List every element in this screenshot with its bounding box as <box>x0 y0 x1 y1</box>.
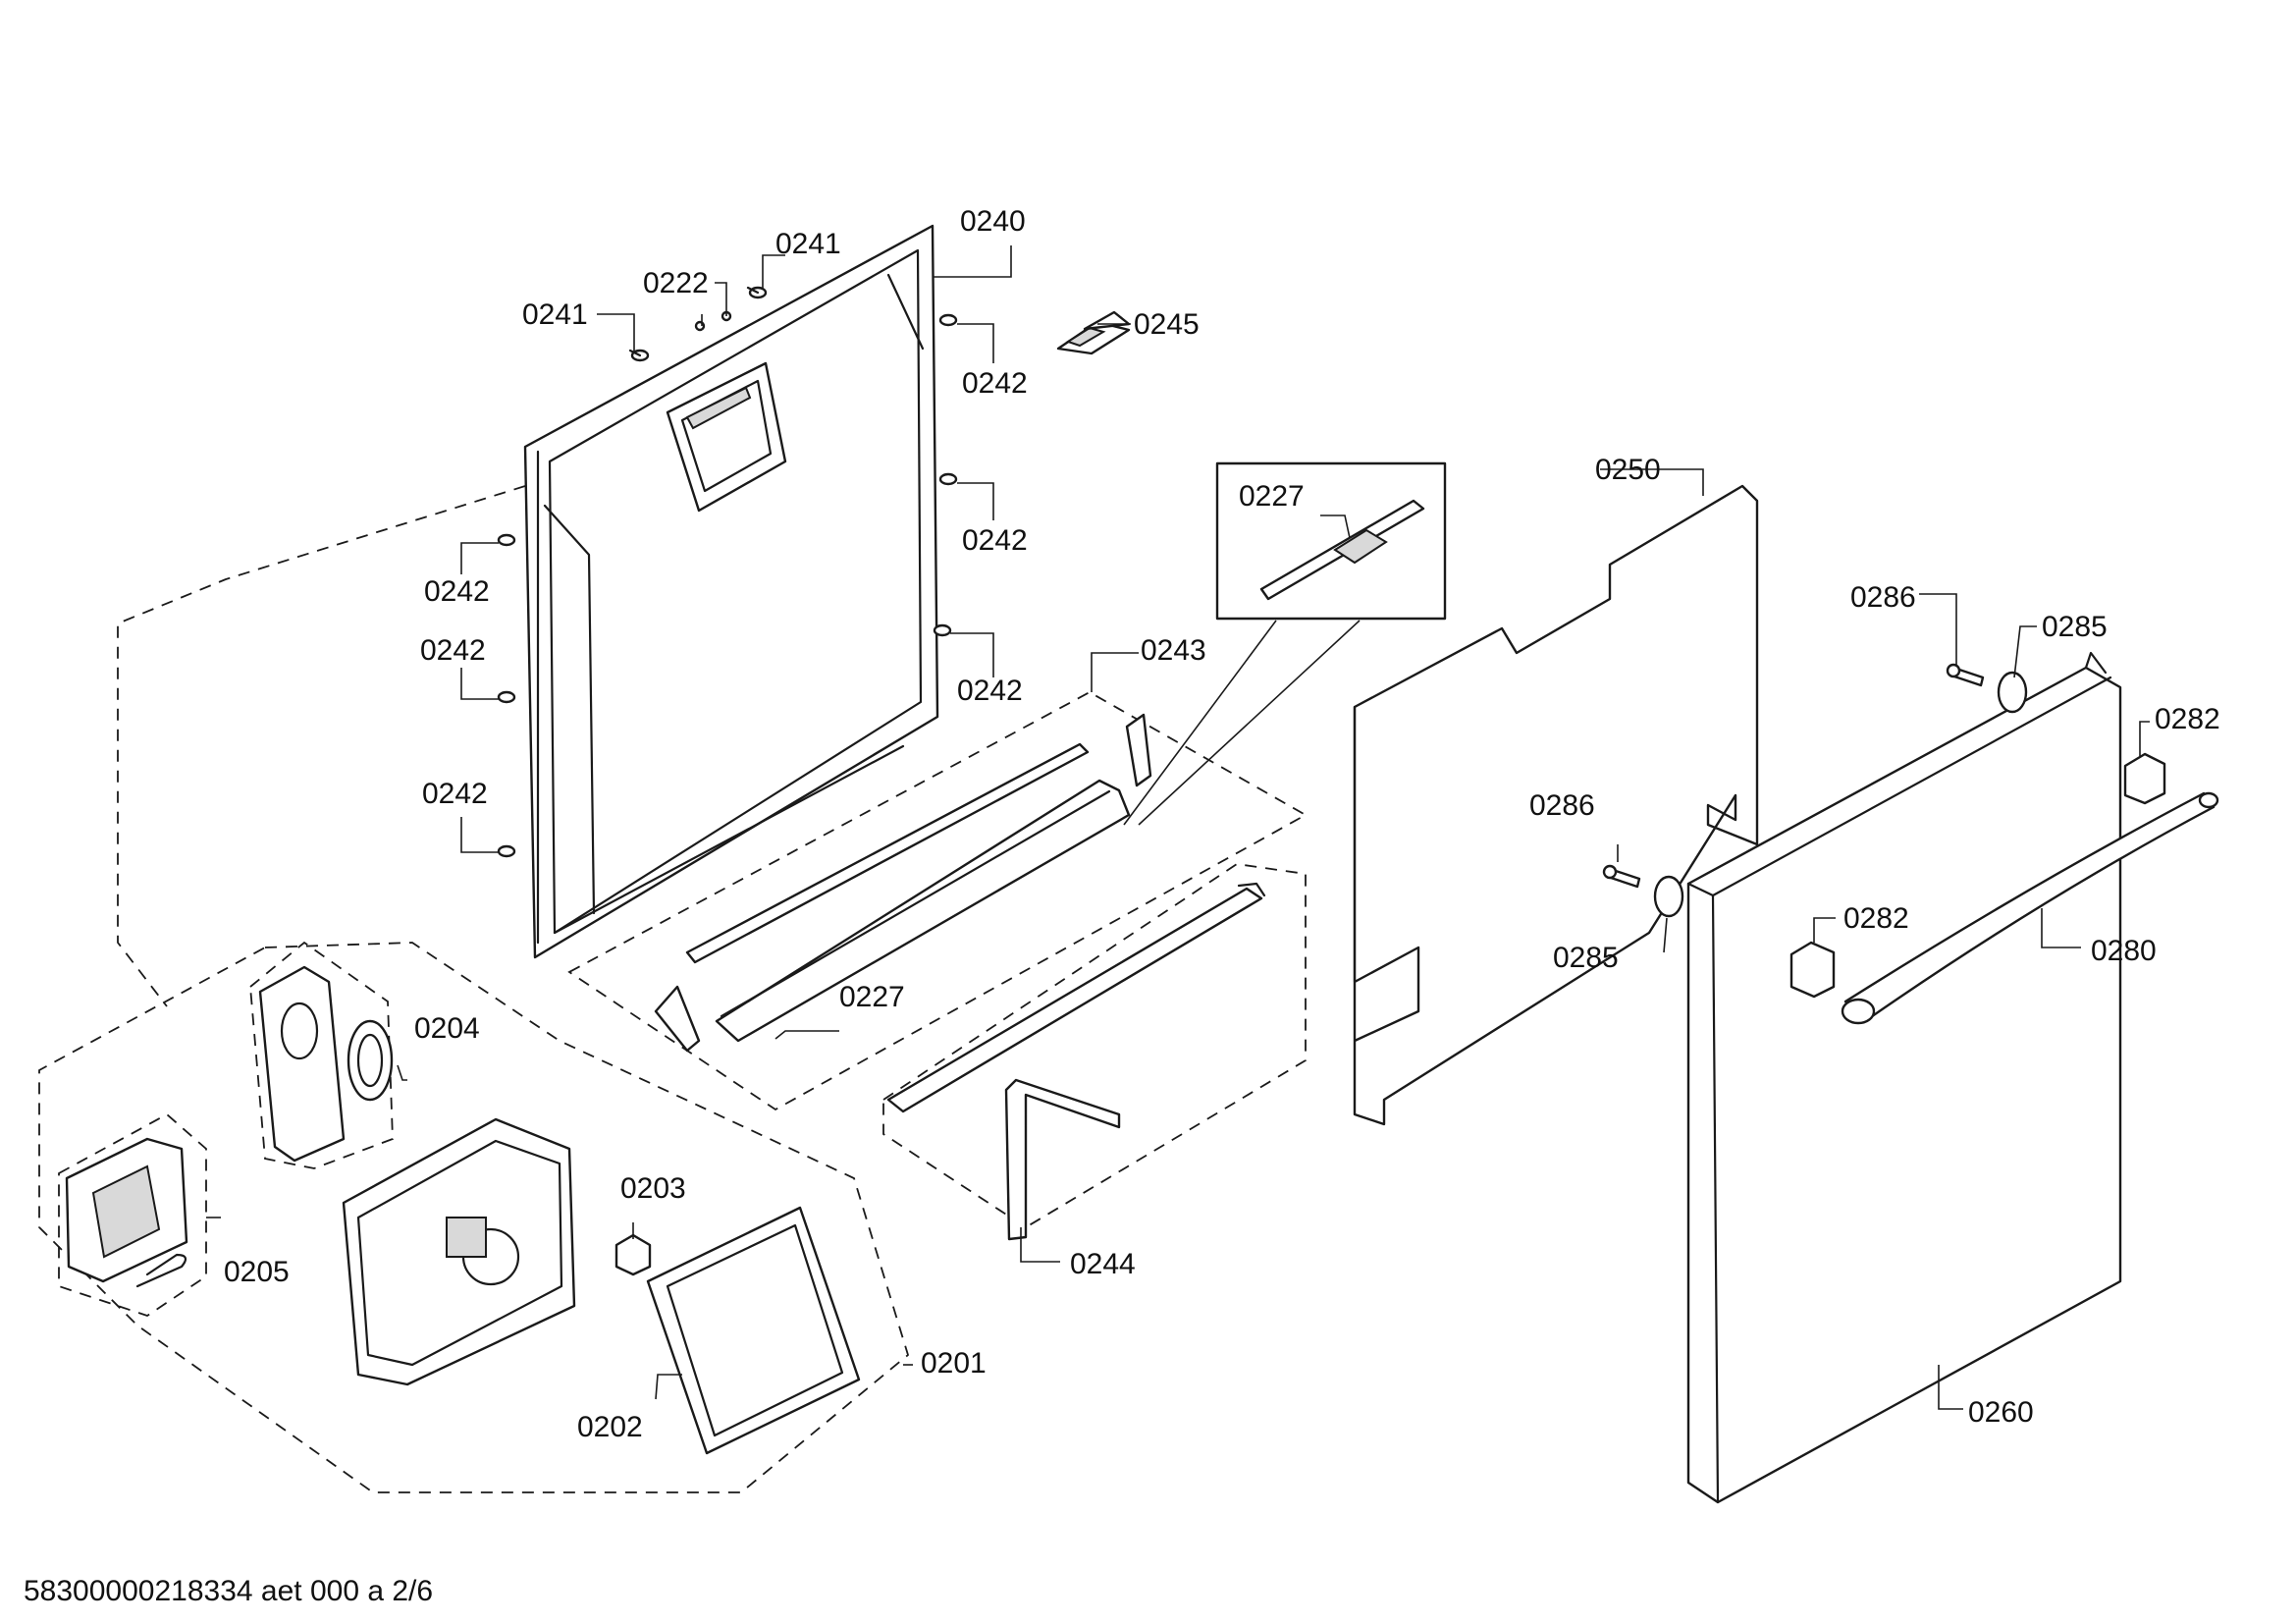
hinge-clip <box>1056 310 1131 355</box>
callout-0242: 0242 <box>424 575 490 608</box>
callout-0242: 0242 <box>422 778 488 810</box>
callout-0242: 0242 <box>420 634 486 667</box>
handle-cap <box>1789 752 2166 999</box>
screw-icon <box>938 313 958 327</box>
callout-0241: 0241 <box>775 228 841 260</box>
insulation-panel <box>1353 484 1759 1126</box>
washers <box>1653 671 2028 918</box>
callout-0204: 0204 <box>414 1012 480 1045</box>
screw-icon <box>746 286 768 299</box>
hinge-bracket <box>886 882 1266 1241</box>
callout-0285: 0285 <box>2042 611 2108 643</box>
leader-lines <box>206 245 2150 1410</box>
callout-0282: 0282 <box>1843 902 1909 935</box>
callout-0250: 0250 <box>1595 454 1661 486</box>
lock-bracket <box>258 965 394 1163</box>
door-lock <box>342 1117 576 1386</box>
screw-icon <box>938 472 958 486</box>
callout-0242: 0242 <box>962 367 1028 400</box>
callout-0242: 0242 <box>957 675 1023 707</box>
screw-icon <box>1602 864 1641 889</box>
callout-0202: 0202 <box>577 1411 643 1443</box>
panel-screws <box>1602 663 1985 889</box>
callout-0244: 0244 <box>1070 1248 1136 1280</box>
callout-0280: 0280 <box>2091 935 2157 967</box>
screws <box>497 286 958 858</box>
callout-0222: 0222 <box>643 267 709 299</box>
lock-knob <box>614 1233 652 1276</box>
callout-0227: 0227 <box>1239 480 1305 513</box>
door-seal-strip <box>654 713 1152 1053</box>
callout-0201: 0201 <box>921 1347 987 1380</box>
lock-frame-seal <box>646 1206 861 1455</box>
detail-inset <box>1123 461 1447 826</box>
callout-0286: 0286 <box>1850 581 1916 614</box>
screw-icon <box>933 623 952 637</box>
inner-door-frame <box>523 224 939 959</box>
callout-0227: 0227 <box>839 981 905 1013</box>
callout-0205: 0205 <box>224 1256 290 1288</box>
assembly-outlines <box>38 485 1308 1493</box>
electronic-module <box>65 1137 188 1288</box>
callout-0286: 0286 <box>1529 789 1595 822</box>
callout-0241: 0241 <box>522 298 588 331</box>
screw-icon <box>1946 663 1985 687</box>
callout-0260: 0260 <box>1968 1396 2034 1429</box>
callout-labels: 0240 0241 0241 0222 0245 0242 0242 0242 … <box>224 205 2220 1443</box>
callout-0242: 0242 <box>962 524 1028 557</box>
screw-icon <box>628 349 650 362</box>
screw-icon <box>497 844 516 858</box>
screw-icon <box>497 533 516 547</box>
document-id-footer: 58300000218334 aet 000 a 2/6 <box>24 1575 433 1607</box>
callout-0240: 0240 <box>960 205 1026 238</box>
callout-0245: 0245 <box>1134 308 1200 341</box>
door-handle <box>1841 791 2219 1025</box>
callout-0282: 0282 <box>2155 703 2220 735</box>
outer-door-panel <box>1686 651 2122 1504</box>
callout-0203: 0203 <box>620 1172 686 1205</box>
screw-icon <box>497 690 516 704</box>
callout-0285: 0285 <box>1553 942 1619 974</box>
callout-0243: 0243 <box>1141 634 1206 667</box>
